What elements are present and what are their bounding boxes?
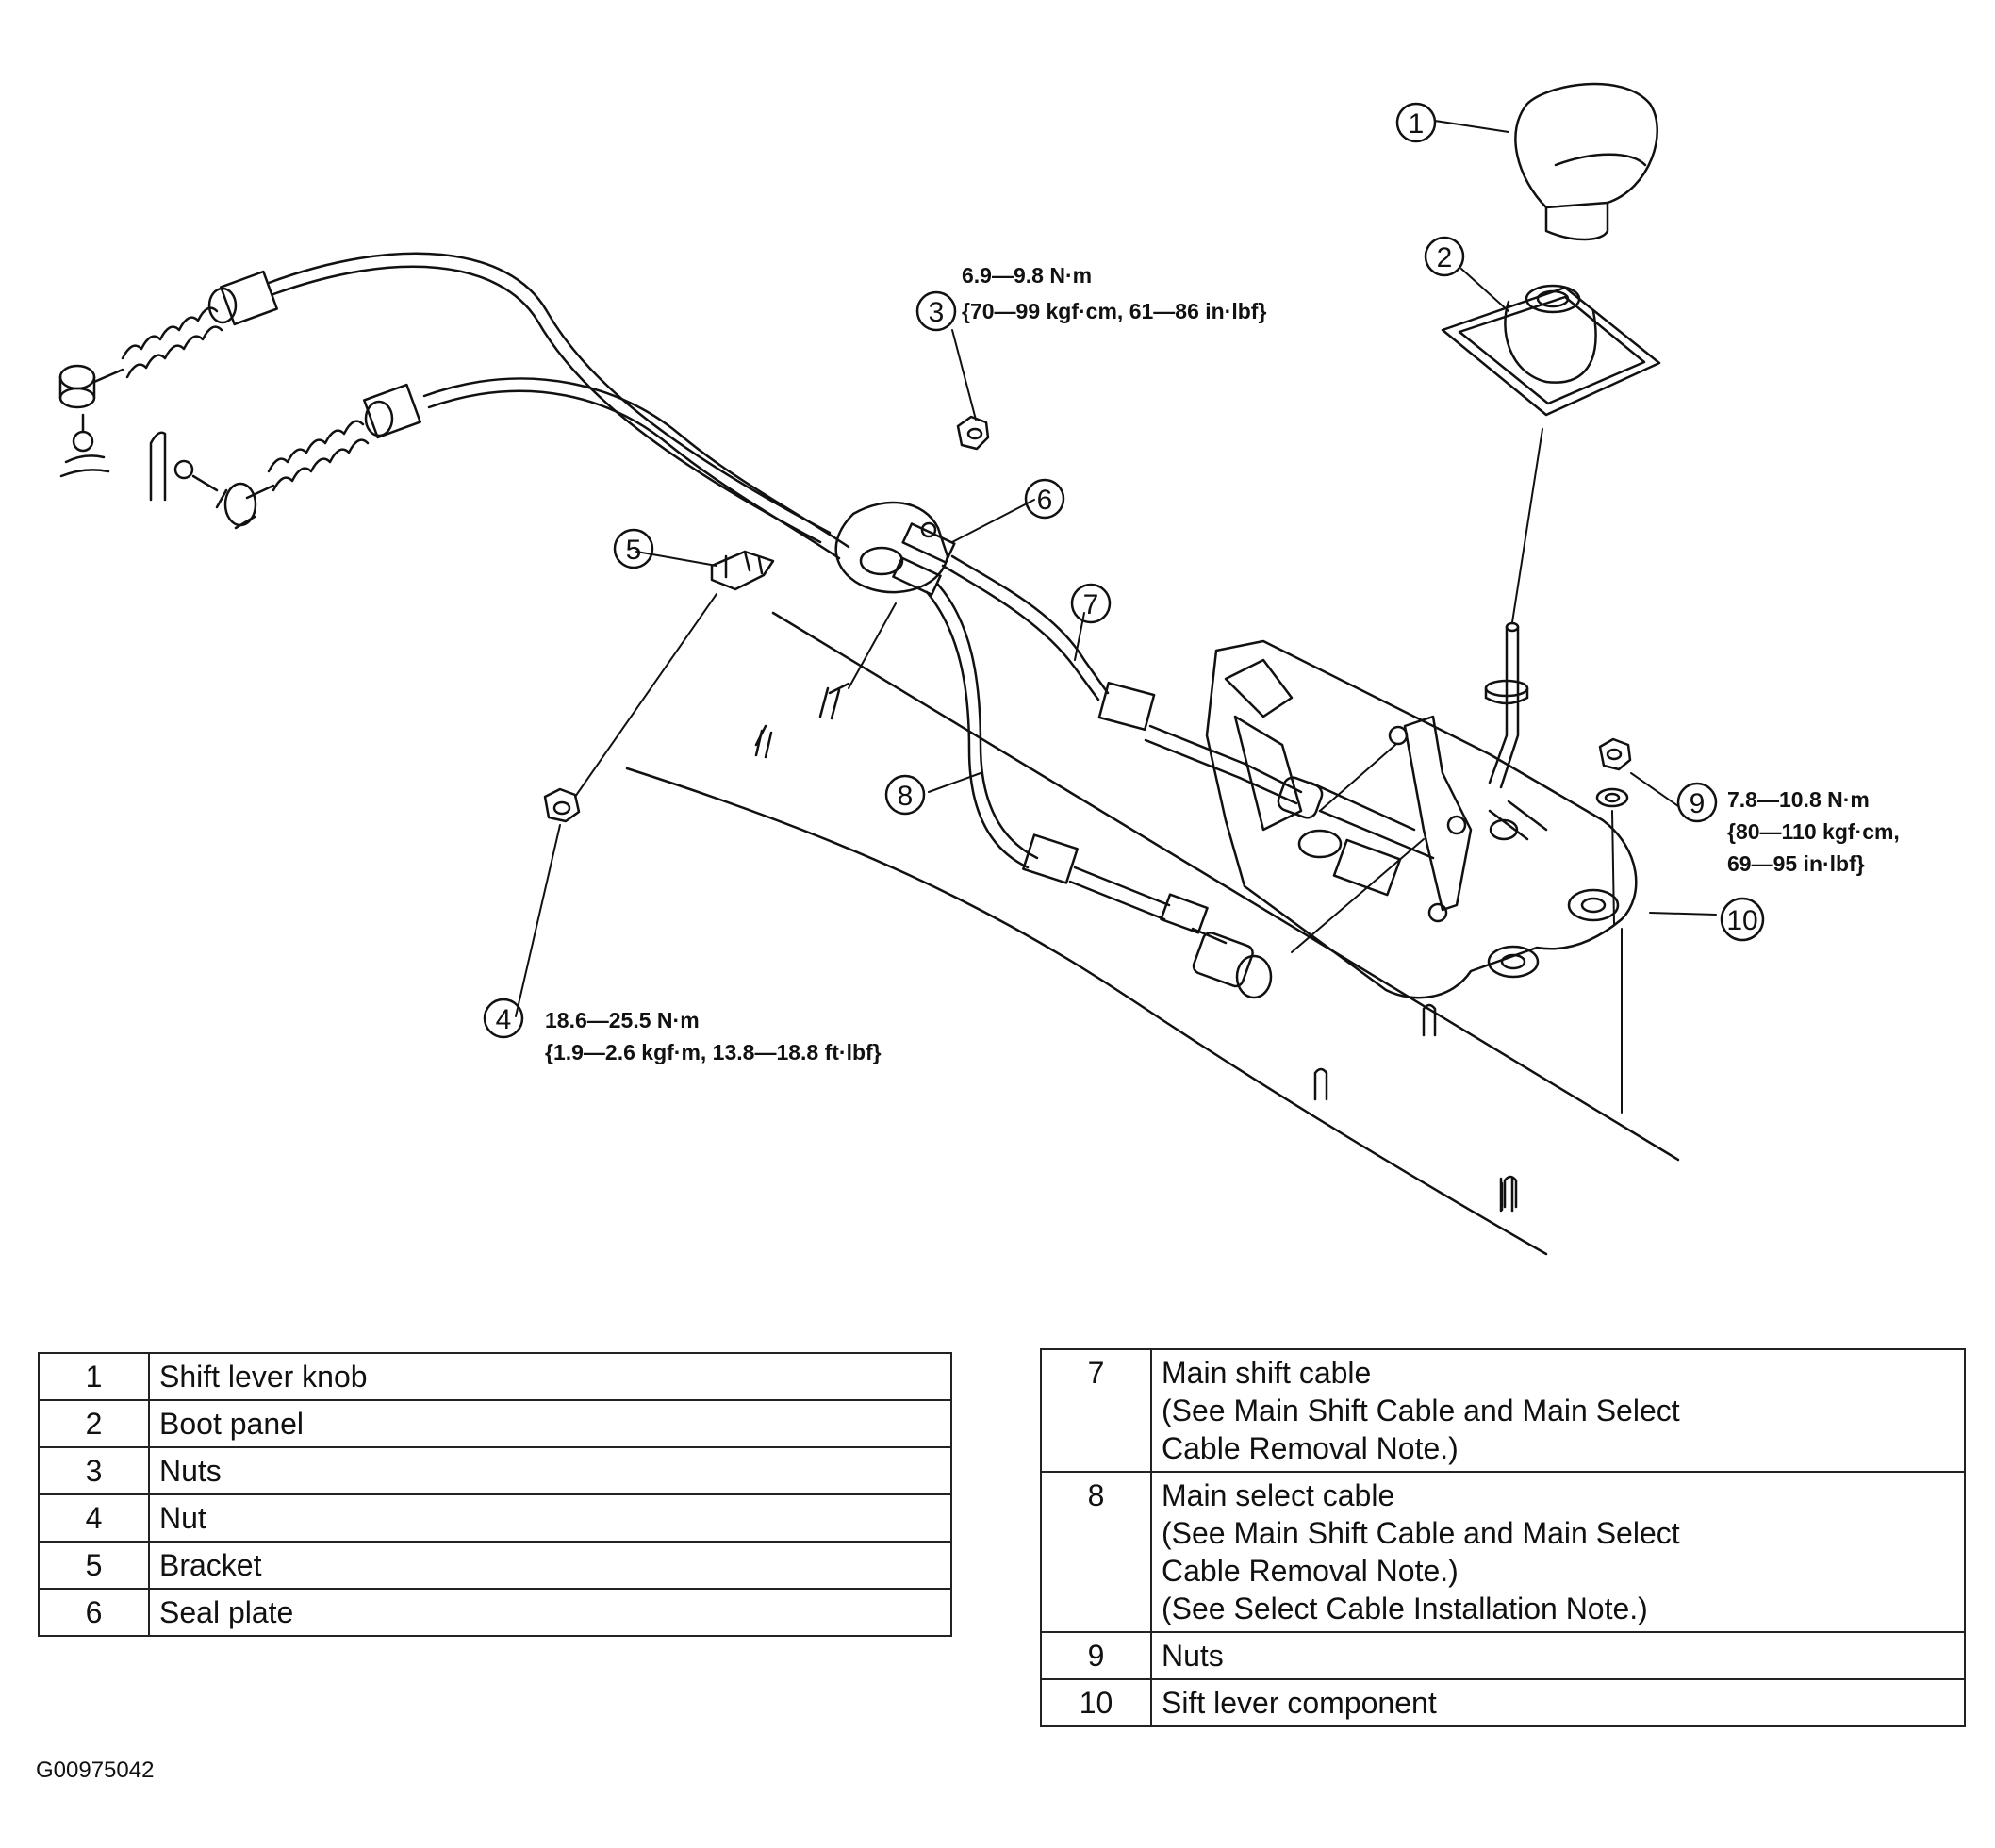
- table-row: 7 Main shift cable (See Main Shift Cable…: [1040, 1348, 1966, 1473]
- description-line: Cable Removal Note.): [1162, 1554, 1459, 1588]
- part-number: 5: [38, 1541, 150, 1590]
- svg-text:3: 3: [929, 297, 945, 328]
- callout-2: 2: [1424, 236, 1465, 277]
- table-row: 8 Main select cable (See Main Shift Cabl…: [1040, 1471, 1966, 1633]
- part-description: Bracket: [148, 1541, 952, 1590]
- torque-spec-nut-3: 6.9—9.8 N·m {70—99 kgf·cm, 61—86 in·lbf}: [962, 263, 1266, 323]
- table-row: 5 Bracket: [38, 1541, 952, 1590]
- torque-spec-nut-9: 7.8—10.8 N·m {80—110 kgf·cm, 69—95 in·lb…: [1727, 787, 1900, 876]
- callout-4: 4: [483, 998, 524, 1039]
- part-description: Sift lever component: [1150, 1678, 1966, 1727]
- part-description: Boot panel: [148, 1399, 952, 1448]
- part-number: 9: [1040, 1631, 1152, 1680]
- svg-text:{80—110 kgf·cm,: {80—110 kgf·cm,: [1727, 819, 1900, 844]
- description-line: Main select cable: [1162, 1478, 1395, 1512]
- part-number: 1: [38, 1352, 150, 1401]
- description-line: (See Main Shift Cable and Main Select: [1162, 1394, 1680, 1427]
- svg-text:1: 1: [1409, 108, 1425, 140]
- table-row: 2 Boot panel: [38, 1399, 952, 1448]
- callout-9: 9: [1676, 782, 1718, 823]
- table-row: 10 Sift lever component: [1040, 1678, 1966, 1727]
- part-description: Nuts: [148, 1446, 952, 1495]
- main-select-cable-upper: [149, 377, 850, 560]
- svg-text:{70—99 kgf·cm, 61—86 in·lbf}: {70—99 kgf·cm, 61—86 in·lbf}: [962, 299, 1266, 323]
- part-number: 3: [38, 1446, 150, 1495]
- boot-panel: [1441, 284, 1661, 417]
- part-number: 10: [1040, 1678, 1152, 1727]
- leader-lines: [515, 120, 1717, 1114]
- svg-text:10: 10: [1726, 905, 1757, 936]
- svg-text:6.9—9.8 N·m: 6.9—9.8 N·m: [962, 263, 1092, 288]
- shift-knob: [1514, 82, 1658, 241]
- part-number: 7: [1040, 1348, 1152, 1473]
- description-line: (See Select Cable Installation Note.): [1162, 1592, 1648, 1625]
- callout-10: 10: [1720, 897, 1765, 942]
- exploded-view-diagram: 1 2 3 4 5 6 7 8 9 10 6.9—9.8 N·m {70—99 …: [58, 82, 1900, 1256]
- callout-5: 5: [613, 528, 654, 569]
- part-number: 8: [1040, 1471, 1152, 1633]
- svg-text:{1.9—2.6 kgf·m, 13.8—18.8 ft·l: {1.9—2.6 kgf·m, 13.8—18.8 ft·lbf}: [545, 1040, 882, 1064]
- part-description: Shift lever knob: [148, 1352, 952, 1401]
- part-number: 2: [38, 1399, 150, 1448]
- svg-text:69—95 in·lbf}: 69—95 in·lbf}: [1727, 851, 1865, 876]
- callout-8: 8: [884, 774, 926, 816]
- bracket: [710, 550, 775, 591]
- part-number: 6: [38, 1588, 150, 1637]
- parts-table-left: 1 Shift lever knob 2 Boot panel 3 Nuts 4…: [38, 1352, 952, 1637]
- table-row: 3 Nuts: [38, 1446, 952, 1495]
- callout-3: 3: [915, 290, 957, 332]
- svg-text:7: 7: [1083, 589, 1099, 620]
- table-row: 1 Shift lever knob: [38, 1352, 952, 1401]
- part-description: Seal plate: [148, 1588, 952, 1637]
- nut-3: [956, 415, 990, 451]
- figure-code: G00975042: [36, 1757, 155, 1783]
- seal-plate: [834, 501, 956, 596]
- part-description: Main shift cable (See Main Shift Cable a…: [1150, 1348, 1966, 1473]
- callout-1: 1: [1395, 102, 1437, 143]
- svg-text:5: 5: [626, 535, 642, 566]
- callout-7: 7: [1070, 583, 1112, 624]
- part-description: Nut: [148, 1493, 952, 1543]
- svg-text:18.6—25.5 N·m: 18.6—25.5 N·m: [545, 1008, 700, 1032]
- part-description: Nuts: [1150, 1631, 1966, 1680]
- torque-spec-nut-4: 18.6—25.5 N·m {1.9—2.6 kgf·m, 13.8—18.8 …: [545, 1008, 882, 1064]
- svg-text:7.8—10.8 N·m: 7.8—10.8 N·m: [1727, 787, 1870, 812]
- table-row: 9 Nuts: [1040, 1631, 1966, 1680]
- description-line: Cable Removal Note.): [1162, 1431, 1459, 1465]
- parts-table-right: 7 Main shift cable (See Main Shift Cable…: [1040, 1348, 1966, 1727]
- cables-to-shifter: [925, 554, 1324, 999]
- shift-lever-component: [1205, 621, 1638, 999]
- svg-text:4: 4: [496, 1004, 512, 1035]
- svg-text:9: 9: [1690, 788, 1706, 819]
- table-row: 4 Nut: [38, 1493, 952, 1543]
- nut-9: [1595, 737, 1632, 808]
- description-line: Main shift cable: [1162, 1356, 1372, 1390]
- svg-text:6: 6: [1037, 485, 1053, 516]
- main-shift-cable-upper: [58, 252, 832, 544]
- part-description: Main select cable (See Main Shift Cable …: [1150, 1471, 1966, 1633]
- description-line: (See Main Shift Cable and Main Select: [1162, 1516, 1680, 1550]
- svg-text:2: 2: [1437, 242, 1453, 273]
- svg-text:8: 8: [898, 781, 914, 812]
- callout-6: 6: [1024, 478, 1065, 520]
- part-number: 4: [38, 1493, 150, 1543]
- table-row: 6 Seal plate: [38, 1588, 952, 1637]
- floor-outline: [625, 611, 1680, 1256]
- nut-4: [543, 787, 581, 823]
